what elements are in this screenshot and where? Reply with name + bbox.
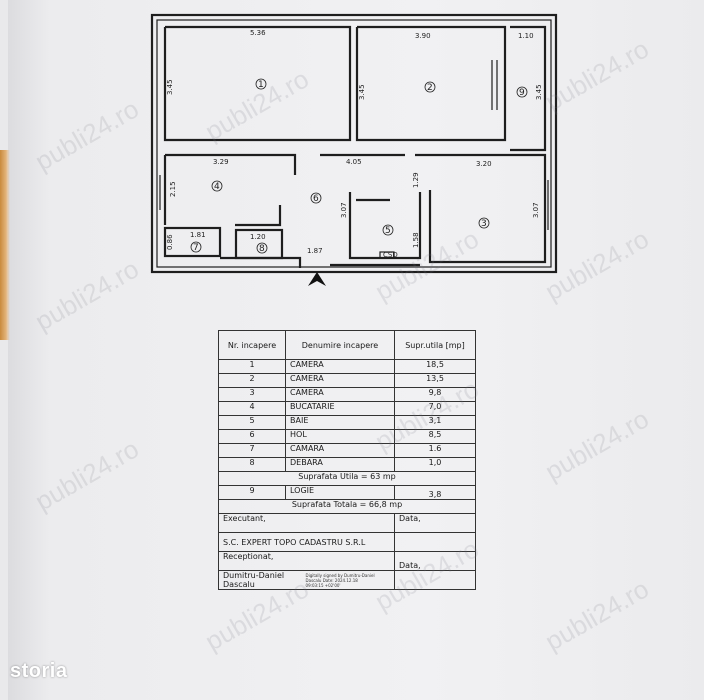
cell-name: CAMERA [285, 373, 395, 388]
dim-label: 1.87 [307, 247, 323, 255]
dim-label: 3.29 [213, 158, 229, 166]
cell-nr: 1 [218, 359, 286, 374]
dim-label: 1.81 [190, 231, 206, 239]
cell-nr: 7 [218, 443, 286, 458]
entrance-arrow-icon [308, 272, 326, 286]
dim-label: 2.15 [169, 181, 177, 197]
cell-nr: 2 [218, 373, 286, 388]
dim-label: 4.05 [346, 158, 362, 166]
floor-plan: CSD 5.36 3.90 1.10 3.45 3.45 3.45 3.29 4… [150, 13, 558, 286]
room-number: 1 [258, 80, 264, 90]
table-row: S.C. EXPERT TOPO CADASTRU S.R.L [218, 532, 476, 552]
data-label: Data, [394, 513, 476, 533]
dim-label: 1.20 [250, 233, 266, 241]
room-number: 7 [193, 243, 199, 253]
cell-area: 1.6 [394, 443, 476, 458]
table-row: 1 CAMERA 18,5 [218, 359, 476, 374]
cell-name: CAMERA [285, 387, 395, 402]
room-number: 8 [259, 244, 265, 254]
digital-signature-note: Digitally signed by Dumitru-Daniel Dasca… [305, 573, 375, 588]
cell-nr: 4 [218, 401, 286, 416]
signer-name: Dumitru-Daniel Dascalu [223, 571, 285, 589]
table-row: 2 CAMERA 13,5 [218, 373, 476, 388]
dim-label: 0.86 [166, 234, 174, 250]
dim-label: 3.45 [535, 84, 543, 100]
table-row: 4 BUCATARIE 7,0 [218, 401, 476, 416]
cell-nr: 3 [218, 387, 286, 402]
cell-area: 18,5 [394, 359, 476, 374]
dim-label: 3.90 [415, 32, 431, 40]
table-row: 7 CAMARA 1.6 [218, 443, 476, 458]
dim-label: 1.29 [412, 172, 420, 188]
room-number: 6 [313, 194, 319, 204]
col-header-area: Supr.utila [mp] [394, 330, 476, 360]
dim-label: 1.58 [412, 232, 420, 248]
cell-area: 1,0 [394, 457, 476, 472]
cell-name: BUCATARIE [285, 401, 395, 416]
room-number: 4 [214, 182, 220, 192]
cell-name: CAMERA [285, 359, 395, 374]
cell-nr: 5 [218, 415, 286, 430]
room-number: 2 [427, 83, 433, 93]
suprafata-utila: Suprafata Utila = 63 mp [218, 471, 476, 486]
table-row: 6 HOL 8,5 [218, 429, 476, 444]
room-number: 3 [481, 219, 487, 229]
brand-logo: storia [10, 660, 68, 682]
executant-label: Executant, [218, 513, 395, 533]
table-row: Executant, Data, [218, 513, 476, 533]
cell-name: DEBARA [285, 457, 395, 472]
cell-name: LOGIE [285, 485, 395, 500]
company-name: S.C. EXPERT TOPO CADASTRU S.R.L [218, 532, 395, 552]
table-row: 9 LOGIE 3,8 [218, 485, 476, 500]
rooms-table: Nr. incapere Denumire incapere Supr.util… [218, 330, 476, 590]
dim-label: 1.10 [518, 32, 534, 40]
receptionat-label: Receptionat, [218, 551, 395, 571]
dim-label: 5.36 [250, 29, 266, 37]
page-edge [0, 150, 10, 340]
room-1-walls [163, 25, 352, 142]
suprafata-totala: Suprafata Totala = 66,8 mp [218, 499, 476, 514]
fixture-label: CSD [383, 251, 398, 259]
dim-label: 3.45 [166, 79, 174, 95]
room-number: 9 [519, 88, 525, 98]
dim-label: 3.07 [340, 202, 348, 218]
cell-area: 3,8 [394, 485, 476, 500]
cell-nr: 9 [218, 485, 286, 500]
cell-nr: 6 [218, 429, 286, 444]
table-row: Suprafata Utila = 63 mp [218, 471, 476, 486]
table-row: Suprafata Totala = 66,8 mp [218, 499, 476, 514]
table-row: 8 DEBARA 1,0 [218, 457, 476, 472]
dim-label: 3.45 [358, 84, 366, 100]
col-header-name: Denumire incapere [285, 330, 395, 360]
col-header-nr: Nr. incapere [218, 330, 286, 360]
table-row: 3 CAMERA 9,8 [218, 387, 476, 402]
dim-label: 3.20 [476, 160, 492, 168]
table-row: Dumitru-Daniel Dascalu Digitally signed … [218, 570, 476, 590]
dim-label: 3.07 [532, 202, 540, 218]
cell-nr: 8 [218, 457, 286, 472]
room-number: 5 [385, 226, 391, 236]
outer-wall [150, 13, 558, 274]
